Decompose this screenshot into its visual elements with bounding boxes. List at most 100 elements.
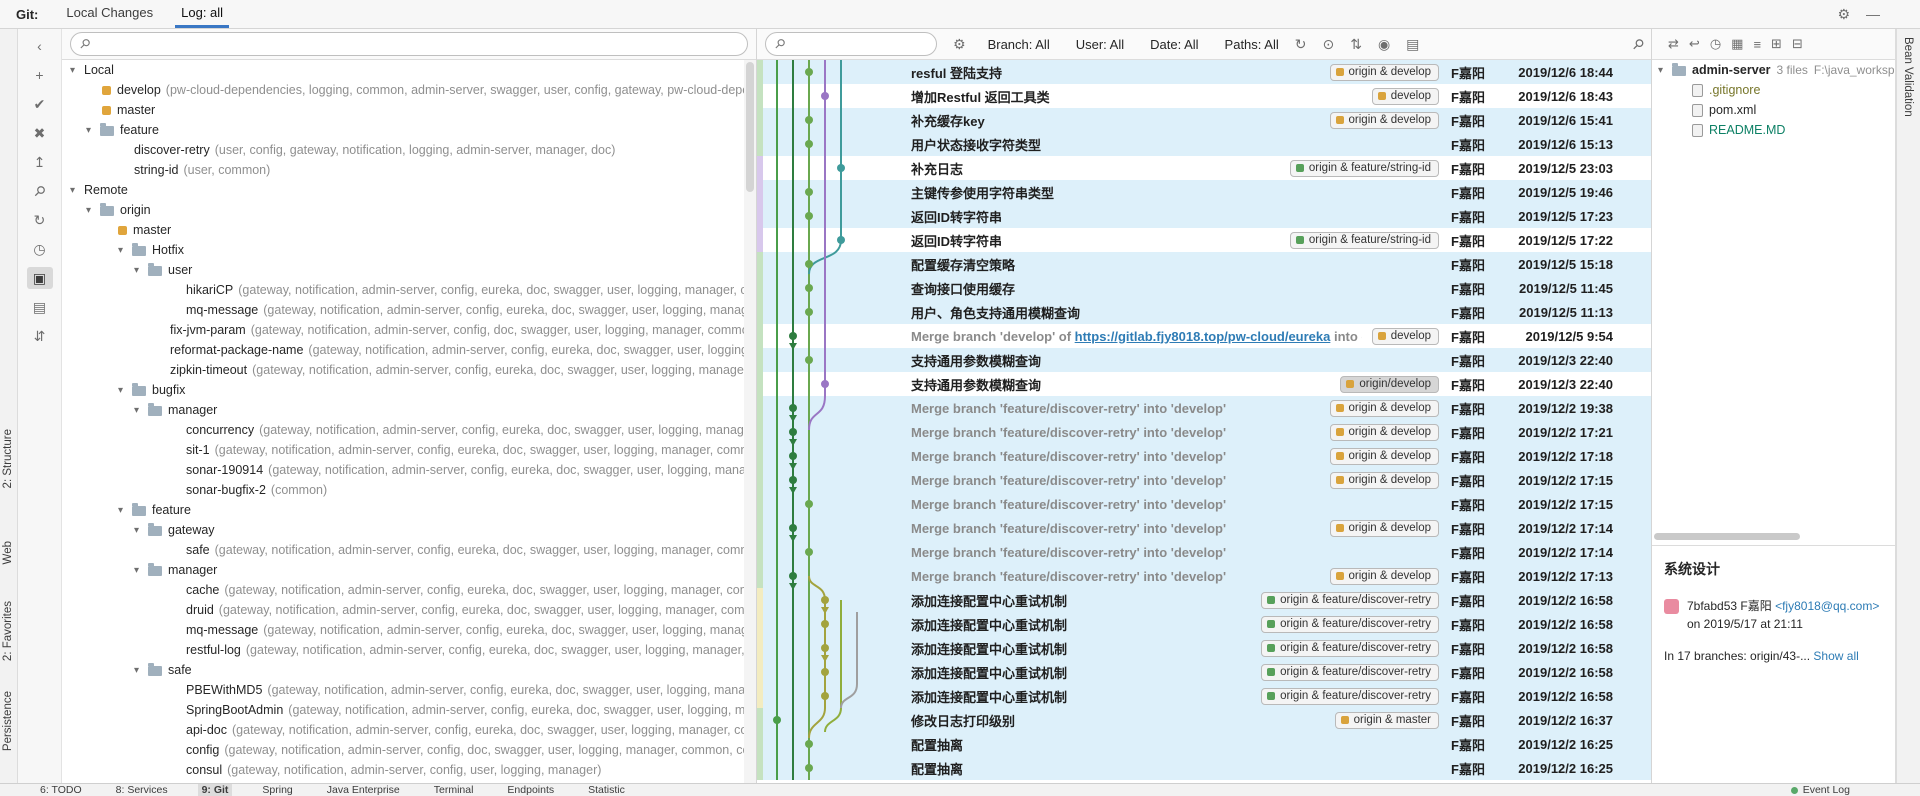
branch-tree-item[interactable]: ▾ cache (gateway, notification, admin-se… bbox=[62, 580, 744, 600]
branch-label[interactable]: origin/develop bbox=[1340, 375, 1439, 393]
log-filter-dropdown[interactable]: User: All bbox=[1075, 36, 1125, 52]
settings-icon[interactable]: ⚙ bbox=[1837, 5, 1850, 22]
group-by-icon[interactable]: ▦ bbox=[1731, 36, 1744, 51]
commit-row[interactable]: resful 登陆支持 origin & develop F嘉阳 2019/12… bbox=[757, 60, 1651, 84]
branch-tree-item[interactable]: ▾ Remote bbox=[62, 180, 744, 200]
branch-label[interactable]: origin & feature/discover-retry bbox=[1261, 591, 1439, 609]
branch-tree-item[interactable]: ▾ mq-message (gateway, notification, adm… bbox=[62, 620, 744, 640]
branch-tree-item[interactable]: ▾ mq-message (gateway, notification, adm… bbox=[62, 300, 744, 320]
commit-row[interactable]: 支持通用参数模糊查询 F嘉阳 2019/12/3 22:40 bbox=[757, 348, 1651, 372]
branch-tree-item[interactable]: ▾ user bbox=[62, 260, 744, 280]
branch-label[interactable]: develop bbox=[1371, 327, 1439, 345]
branch-label[interactable]: origin & develop bbox=[1329, 519, 1439, 537]
details-view-icon[interactable]: ◉ bbox=[1377, 35, 1391, 52]
branch-label[interactable]: origin & develop bbox=[1329, 63, 1439, 81]
branch-tree-item[interactable]: ▾ master bbox=[62, 100, 744, 120]
chevron-expanded-icon[interactable]: ▾ bbox=[118, 244, 124, 256]
branch-search-box[interactable]: ⚲ bbox=[70, 32, 748, 56]
commit-row[interactable]: Merge branch 'feature/discover-retry' in… bbox=[757, 516, 1651, 540]
commit-row[interactable]: Merge branch 'feature/discover-retry' in… bbox=[757, 492, 1651, 516]
branch-tree-item[interactable]: ▾ hikariCP (gateway, notification, admin… bbox=[62, 280, 744, 300]
log-filter-dropdown[interactable]: Branch: All bbox=[987, 36, 1050, 52]
statusbar-tab[interactable]: Spring bbox=[262, 784, 293, 796]
commit-row[interactable]: 补充日志 origin & feature/string-id F嘉阳 2019… bbox=[757, 156, 1651, 180]
branch-tree-item[interactable]: ▾ safe (gateway, notification, admin-ser… bbox=[62, 540, 744, 560]
log-filter-dropdown[interactable]: Paths: All bbox=[1224, 36, 1279, 52]
find-icon[interactable]: ⚲ bbox=[30, 181, 50, 200]
scroll-to-icon[interactable]: ⇵ bbox=[33, 327, 46, 344]
tab-local-changes[interactable]: Local Changes bbox=[66, 5, 154, 20]
commit-row[interactable]: Merge branch 'feature/discover-retry' in… bbox=[757, 468, 1651, 492]
refresh-icon[interactable]: ↻ bbox=[33, 211, 46, 228]
chevron-expanded-icon[interactable]: ▾ bbox=[1658, 64, 1664, 76]
commit-row[interactable]: 添加连接配置中心重试机制 origin & feature/discover-r… bbox=[757, 660, 1651, 684]
branch-tree-item[interactable]: ▾ safe bbox=[62, 660, 744, 680]
log-search-box[interactable]: ⚲ bbox=[765, 32, 937, 56]
branch-tree-item[interactable]: ▾ origin bbox=[62, 200, 744, 220]
chevron-expanded-icon[interactable]: ▾ bbox=[134, 564, 140, 576]
commit-message-link[interactable]: https://gitlab.fjy8018.top/pw-cloud/eure… bbox=[1074, 328, 1331, 344]
chevron-expanded-icon[interactable]: ▾ bbox=[134, 404, 140, 416]
branch-tree-item[interactable]: ▾ bugfix bbox=[62, 380, 744, 400]
branch-tree-item[interactable]: ▾ zipkin-timeout (gateway, notification,… bbox=[62, 360, 744, 380]
commit-row[interactable]: Merge branch 'feature/discover-retry' in… bbox=[757, 564, 1651, 588]
statusbar-tab[interactable]: Terminal bbox=[433, 784, 474, 796]
branch-label[interactable]: origin & develop bbox=[1329, 399, 1439, 417]
commit-row[interactable]: 查询接口使用缓存 F嘉阳 2019/12/5 11:45 bbox=[757, 276, 1651, 300]
chevron-expanded-icon[interactable]: ▾ bbox=[118, 384, 124, 396]
branch-label[interactable]: origin & develop bbox=[1329, 471, 1439, 489]
statusbar-tab[interactable]: 6: TODO bbox=[40, 784, 82, 796]
refresh-icon[interactable]: ↻ bbox=[1294, 35, 1307, 52]
expand-all-icon[interactable]: ⊞ bbox=[1771, 36, 1782, 51]
branch-tree-item[interactable]: ▾ sonar-190914 (gateway, notification, a… bbox=[62, 460, 744, 480]
changed-file-row[interactable]: README.MD bbox=[1652, 120, 1895, 140]
commit-row[interactable]: Merge branch 'develop' of https://gitlab… bbox=[757, 324, 1651, 348]
branch-tree-item[interactable]: ▾ druid (gateway, notification, admin-se… bbox=[62, 600, 744, 620]
commit-row[interactable]: 添加连接配置中心重试机制 origin & feature/discover-r… bbox=[757, 588, 1651, 612]
commit-row[interactable]: 配置抽离 F嘉阳 2019/12/2 16:25 bbox=[757, 756, 1651, 780]
branch-tree-item[interactable]: ▾ PBEWithMD5 (gateway, notification, adm… bbox=[62, 680, 744, 700]
branch-label[interactable]: origin & master bbox=[1334, 711, 1439, 729]
branch-tree-item[interactable]: ▾ master bbox=[62, 220, 744, 240]
branch-tree-item[interactable]: ▾ config (gateway, notification, admin-s… bbox=[62, 740, 744, 760]
rollback-icon[interactable]: ↩ bbox=[1688, 36, 1700, 51]
chevron-expanded-icon[interactable]: ▾ bbox=[70, 64, 76, 76]
log-filter-dropdown[interactable]: Date: All bbox=[1150, 36, 1199, 52]
chevron-expanded-icon[interactable]: ▾ bbox=[118, 504, 124, 516]
cherry-pick-icon[interactable]: ⊙ bbox=[1322, 35, 1335, 52]
commit-row[interactable]: 添加连接配置中心重试机制 origin & feature/discover-r… bbox=[757, 684, 1651, 708]
commit-row[interactable]: 用户、角色支持通用模糊查询 F嘉阳 2019/12/5 11:13 bbox=[757, 300, 1651, 324]
branch-tree-item[interactable]: ▾ fix-jvm-param (gateway, notification, … bbox=[62, 320, 744, 340]
sort-icon[interactable]: ⇅ bbox=[1350, 35, 1362, 52]
chevron-expanded-icon[interactable]: ▾ bbox=[86, 124, 92, 136]
commit-row[interactable]: 支持通用参数模糊查询 origin/develop F嘉阳 2019/12/3 … bbox=[757, 372, 1651, 396]
branch-tree-item[interactable]: ▾ consul (gateway, notification, admin-s… bbox=[62, 760, 744, 780]
history-icon[interactable]: ◷ bbox=[1709, 36, 1722, 51]
statusbar-tab[interactable]: 8: Services bbox=[115, 784, 168, 796]
history-icon[interactable]: ◷ bbox=[33, 240, 46, 257]
collapse-icon[interactable]: ‹ bbox=[37, 38, 42, 54]
branch-label[interactable]: origin & feature/discover-retry bbox=[1261, 687, 1439, 705]
commit-row[interactable]: 配置缓存清空策略 F嘉阳 2019/12/5 15:18 bbox=[757, 252, 1651, 276]
hide-icon[interactable]: — bbox=[1866, 5, 1880, 22]
toolwindow-stripe-button[interactable]: 2: Structure bbox=[2, 429, 14, 489]
branch-tree-item[interactable]: ▾ sonar-bugfix-2 (common) bbox=[62, 480, 744, 500]
branch-tree-item[interactable]: ▾ concurrency (gateway, notification, ad… bbox=[62, 420, 744, 440]
flatten-packages-icon[interactable]: ≡ bbox=[1753, 36, 1762, 52]
statusbar-tab[interactable]: 9: Git bbox=[197, 784, 233, 796]
commit-row[interactable]: Merge branch 'feature/discover-retry' in… bbox=[757, 420, 1651, 444]
author-email-link[interactable]: <fjy8018@qq.com> bbox=[1775, 599, 1880, 613]
toolwindow-stripe-button[interactable]: Web bbox=[2, 541, 14, 565]
branch-tree-item[interactable]: ▾ develop (pw-cloud-dependencies, loggin… bbox=[62, 80, 744, 100]
commit-row[interactable]: 添加连接配置中心重试机制 origin & feature/discover-r… bbox=[757, 636, 1651, 660]
chevron-expanded-icon[interactable]: ▾ bbox=[70, 184, 76, 196]
presentation-icon[interactable]: ▤ bbox=[1406, 35, 1420, 52]
branch-label[interactable]: origin & feature/discover-retry bbox=[1261, 639, 1439, 657]
toolwindow-stripe-button[interactable]: Persistence bbox=[2, 691, 14, 752]
branch-tree-item[interactable]: ▾ gateway bbox=[62, 520, 744, 540]
branch-search-input[interactable] bbox=[95, 35, 738, 53]
commit-row[interactable]: Merge branch 'feature/discover-retry' in… bbox=[757, 396, 1651, 420]
commit-check-icon[interactable]: ✔ bbox=[33, 95, 46, 112]
commit-row[interactable]: Merge branch 'feature/discover-retry' in… bbox=[757, 540, 1651, 564]
commit-row[interactable]: 增加Restful 返回工具类 develop F嘉阳 2019/12/6 18… bbox=[757, 84, 1651, 108]
